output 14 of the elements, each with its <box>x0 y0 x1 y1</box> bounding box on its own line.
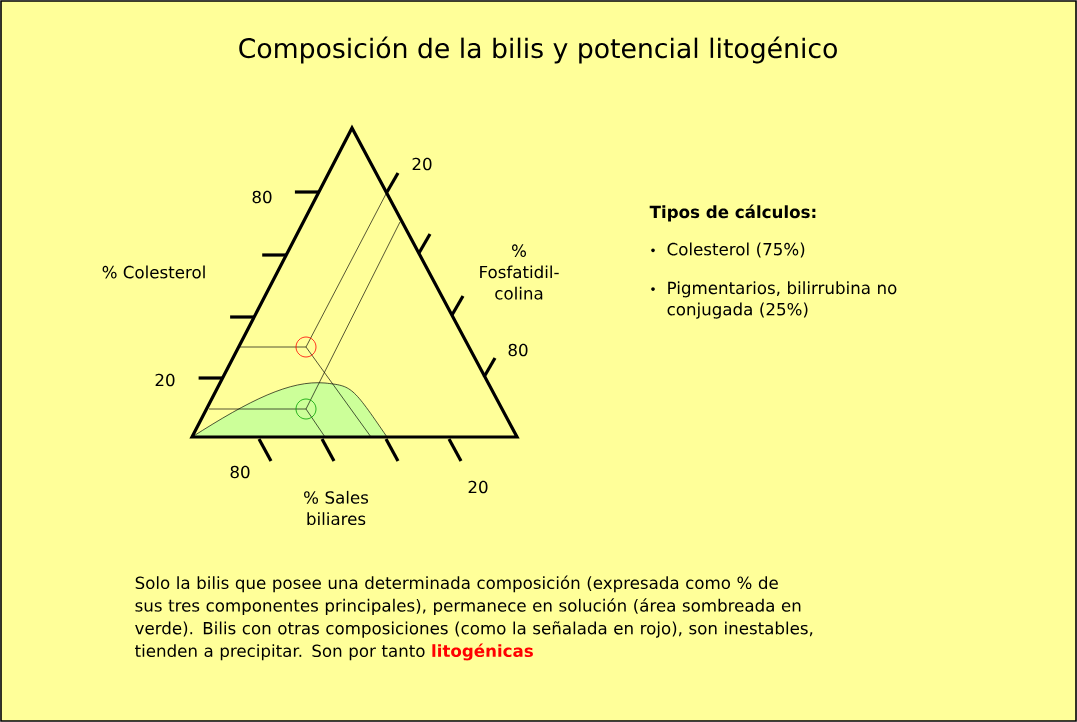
axis-tick-label: 20 <box>155 373 175 387</box>
heading: Tipos de cálculos: <box>649 204 816 222</box>
axis-tick-label: 80 <box>230 465 250 479</box>
list-item: Pigmentarios, bilirrubina no conjugada (25%) <box>667 281 897 319</box>
axis-label: % Fosfatidil-colina <box>480 244 559 300</box>
axis-label: % Colesterol <box>102 265 205 279</box>
title: Composición de la bilis y potencial litogénico <box>239 36 837 64</box>
axis-tick-label: 20 <box>412 157 432 171</box>
axis-tick-label: 20 <box>468 480 488 494</box>
axis-label: % Sales biliares <box>304 490 369 526</box>
paragraph: Solo la bilis que posee una determinada composición (expresada como % de sus tres componentes principales), permanece en solución (área sombreada en verde). Bilis con otras composiciones (como la señalada en rojo), son inestables, tienden a precipitar. Son por tanto litogénicas <box>135 575 813 661</box>
axis-tick-label: 80 <box>508 343 528 357</box>
list-item: Colesterol (75%) <box>667 242 805 258</box>
axis-tick-label: 80 <box>252 190 272 204</box>
